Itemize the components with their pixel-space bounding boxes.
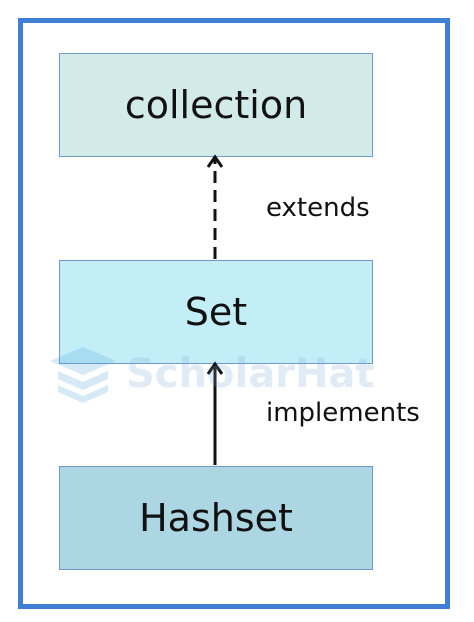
hashset-node-label: Hashset — [139, 496, 293, 540]
collection-node-label: collection — [124, 83, 308, 127]
set-node-label: Set — [184, 290, 248, 334]
implements-label: implements — [266, 398, 420, 428]
extends-label: extends — [266, 193, 370, 223]
hashset-node: Hashset — [59, 466, 373, 570]
set-node: Set — [59, 260, 373, 364]
collection-node: collection — [59, 53, 373, 157]
